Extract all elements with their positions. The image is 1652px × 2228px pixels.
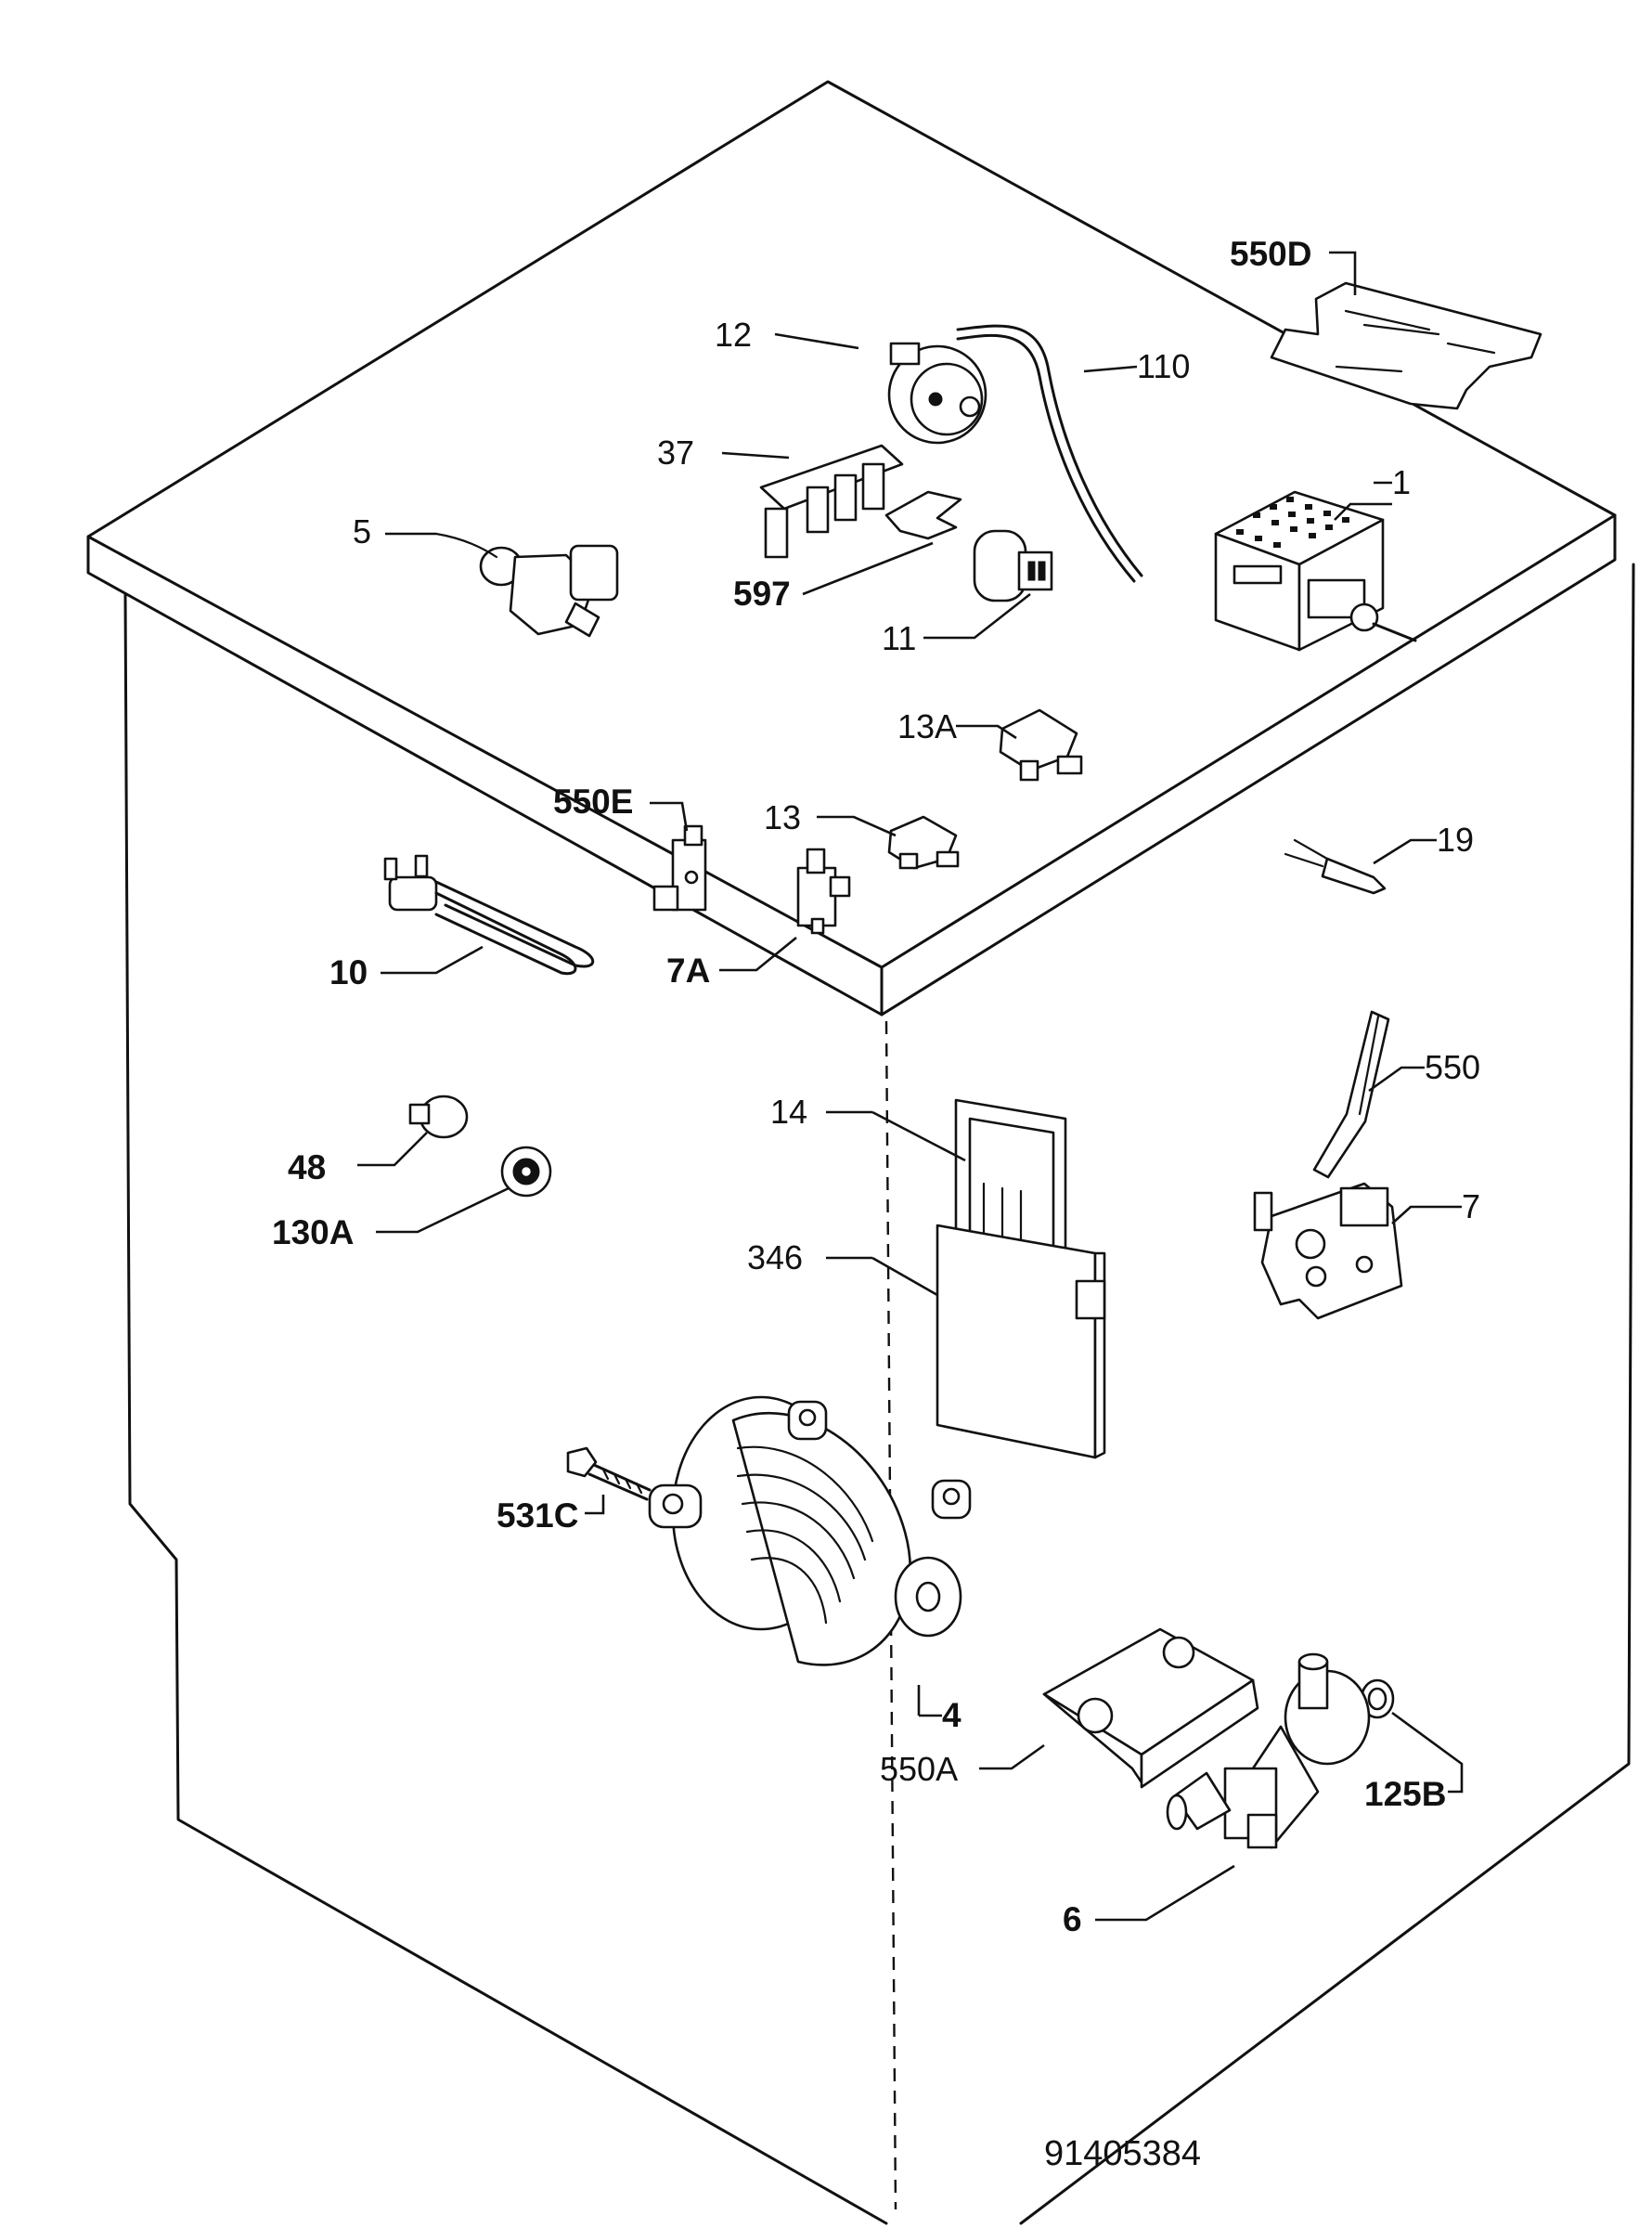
part-550e-switch: [650, 801, 707, 912]
label-7a: 7A: [666, 952, 710, 990]
part-110-hose: [956, 324, 1143, 583]
label-550e: 550E: [553, 783, 633, 821]
part-550-lever: [1312, 1010, 1425, 1179]
drawing-number: 91405384: [1044, 2134, 1201, 2173]
label-531c: 531C: [497, 1496, 578, 1535]
part-5-inlet-valve: [385, 532, 619, 638]
part-14-dispenser-drawer: [826, 1098, 1067, 1278]
part-346-dispenser-housing: [826, 1224, 1106, 1459]
label-14: 14: [770, 1093, 807, 1131]
part-550d-cover-plate: [1270, 251, 1542, 410]
label-125b: 125B: [1364, 1775, 1446, 1813]
label-597: 597: [733, 575, 791, 613]
label-12: 12: [715, 316, 752, 354]
label-346: 346: [747, 1238, 803, 1276]
label-6: 6: [1063, 1900, 1082, 1938]
label-4: 4: [942, 1696, 962, 1734]
part-19-sensor: [1284, 838, 1437, 895]
label-550d: 550D: [1230, 235, 1311, 273]
part-550a-cover: [979, 1627, 1259, 1789]
part-12-pressure-switch: [774, 332, 987, 445]
label-550: 550: [1425, 1048, 1480, 1086]
part-10-heating-element: [381, 854, 595, 976]
label-11: 11: [882, 619, 916, 657]
part-13a-connector: [956, 708, 1083, 782]
part-48-indicator: [357, 1095, 469, 1167]
label-1: 1: [1392, 463, 1411, 501]
label-110: 110: [1137, 347, 1190, 385]
part-531c-screw: [566, 1446, 652, 1515]
label-10: 10: [329, 953, 368, 991]
label-13a: 13A: [897, 707, 957, 745]
label-550a: 550A: [880, 1750, 958, 1788]
label-130a: 130A: [272, 1213, 354, 1251]
label-37: 37: [657, 434, 694, 472]
part-597-clip: [802, 490, 962, 596]
part-13-connector: [817, 815, 960, 870]
label-48: 48: [288, 1148, 326, 1186]
part-7a-switch: [719, 848, 851, 972]
cabinet-outline: [86, 80, 1635, 2225]
part-130a-knob: [376, 1146, 552, 1234]
part-37-bracket: [721, 444, 904, 559]
part-7-door-lock: [1253, 1182, 1462, 1320]
label-13: 13: [764, 798, 801, 836]
part-1-programmer-timer: [1214, 481, 1417, 652]
label-5: 5: [353, 512, 371, 551]
label-7: 7: [1462, 1187, 1480, 1225]
part-4-motor: [648, 1395, 972, 1717]
part-6-drain-pump: [1095, 1652, 1371, 1922]
label-19: 19: [1437, 821, 1474, 859]
part-11-capacitor: [923, 529, 1053, 640]
